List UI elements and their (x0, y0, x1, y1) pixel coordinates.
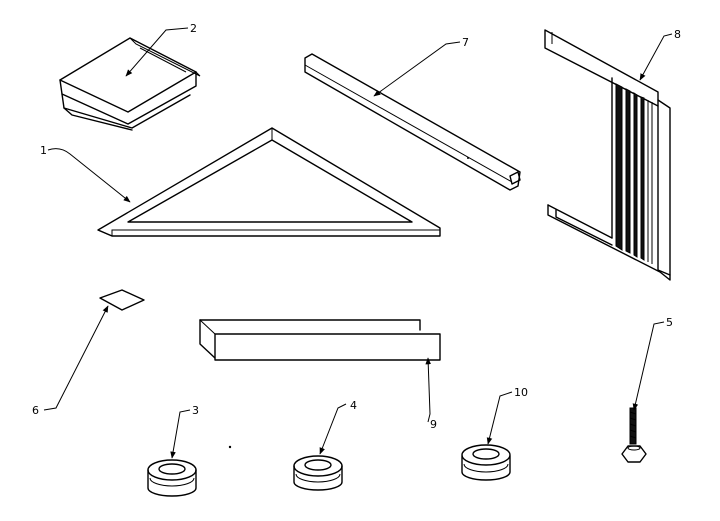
leader-2 (125, 27, 189, 77)
leader-8 (639, 33, 673, 81)
callout-4: 4 (350, 399, 357, 412)
callout-8: 8 (674, 28, 681, 41)
callout-6: 6 (32, 404, 39, 417)
part-10-foam-roll (461, 444, 511, 481)
part-5-leveling-bolt (621, 407, 647, 463)
leader-5 (632, 321, 665, 411)
callout-9: 9 (430, 418, 437, 431)
stray-dot (228, 445, 232, 449)
leader-4 (319, 403, 347, 455)
leader-7 (373, 41, 461, 97)
callout-5: 5 (666, 316, 673, 329)
part-2-instruction-packet (59, 37, 201, 131)
callout-1: 1 (40, 144, 47, 157)
leader-1 (47, 148, 131, 203)
callout-7: 7 (462, 36, 469, 49)
part-4-foam-roll (293, 455, 343, 491)
part-9-sill-strip (199, 319, 441, 361)
part-7-rail (304, 53, 521, 191)
leader-6 (43, 305, 109, 411)
part-8-side-curtain (544, 29, 671, 281)
leader-10 (486, 391, 513, 445)
part-1-triangle-frame (97, 127, 441, 237)
callout-labels: 1 2 3 4 5 6 7 8 9 10 (32, 22, 681, 431)
part-6-pad (99, 289, 145, 311)
accordion-pleats (615, 83, 653, 264)
callout-2: 2 (190, 22, 197, 35)
leader-lines (43, 27, 673, 459)
callout-10: 10 (514, 386, 528, 399)
callout-3: 3 (192, 404, 199, 417)
part-3-foam-roll (147, 459, 197, 497)
leader-9 (425, 357, 432, 423)
leader-3 (170, 409, 191, 459)
